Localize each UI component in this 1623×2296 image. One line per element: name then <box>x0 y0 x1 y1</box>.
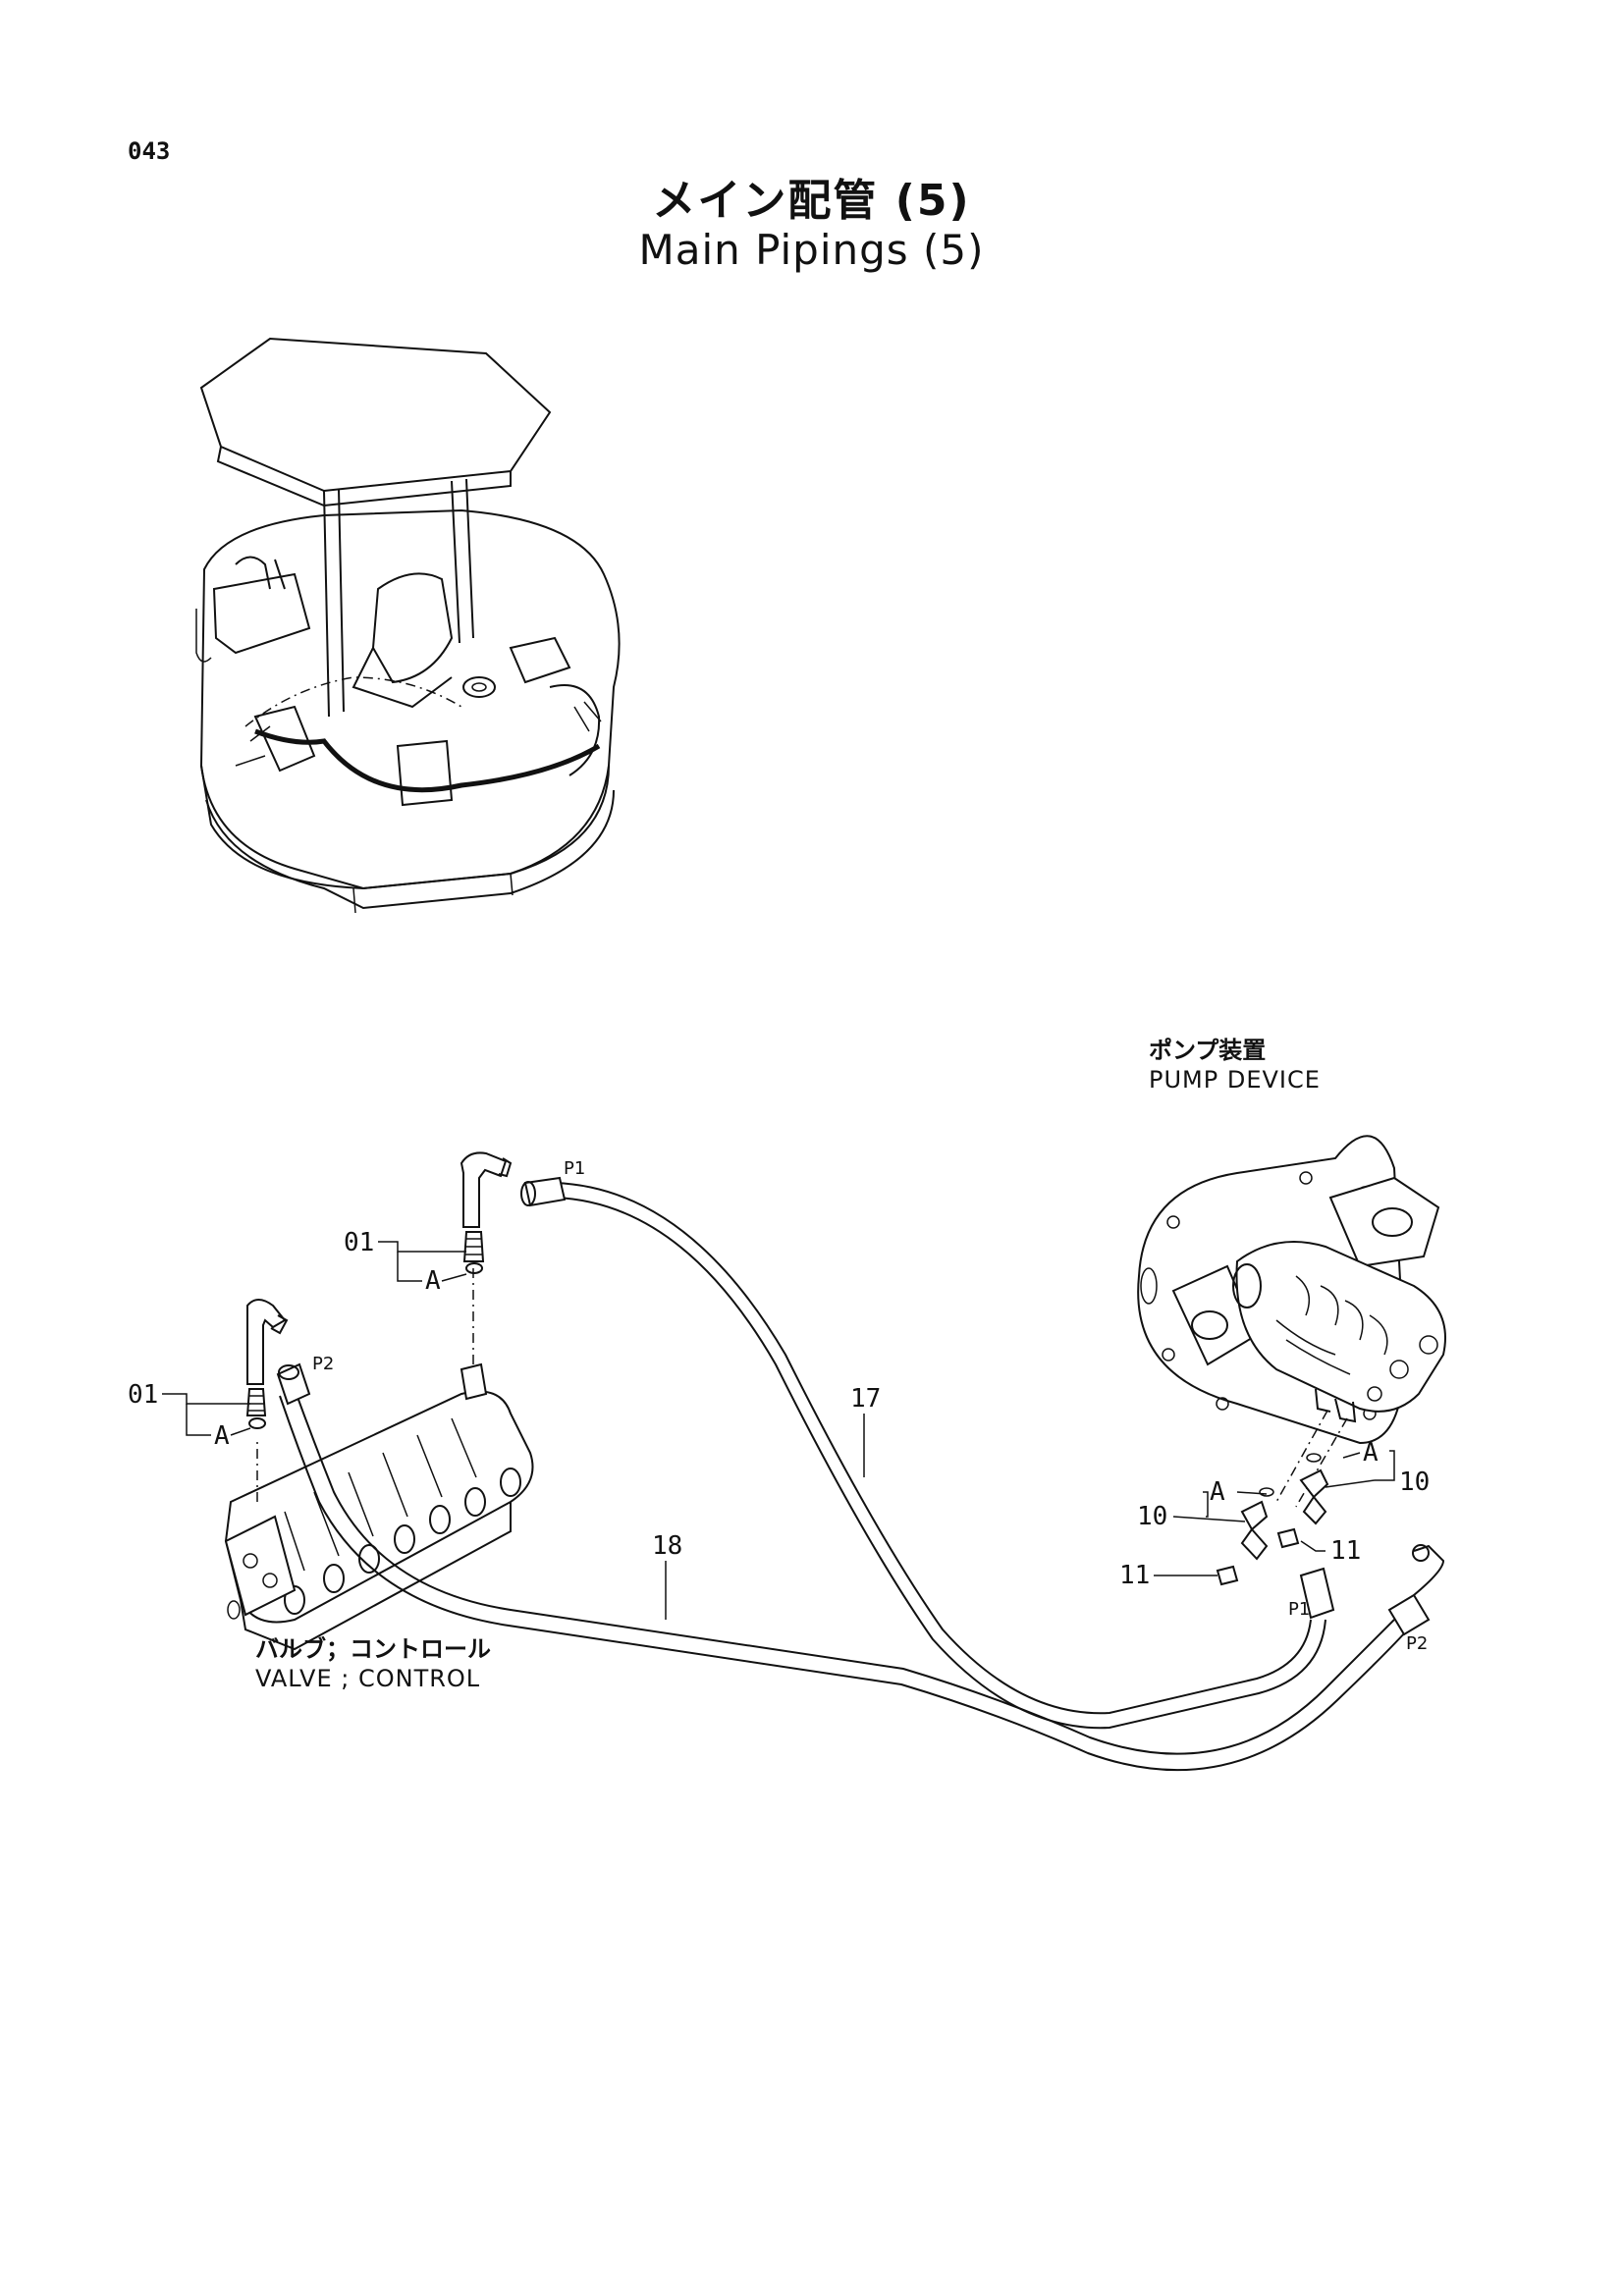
valve-fittings <box>245 1151 513 1429</box>
callout-pump-fitting-left: 10 <box>1137 1502 1167 1531</box>
control-valve-illustration <box>224 1266 534 1651</box>
page-number: 043 <box>128 137 171 165</box>
callout-pump-oring-left: A <box>1210 1477 1225 1507</box>
machine-overview-illustration <box>195 337 621 914</box>
page-title-en: Main Pipings (5) <box>638 226 985 274</box>
control-valve-label: バルブ；コントロール VALVE ; CONTROL <box>255 1634 491 1693</box>
callout-pump-oring-right: A <box>1363 1438 1379 1468</box>
pump-fittings <box>1216 1453 1329 1586</box>
callout-hose-18: 18 <box>652 1531 682 1561</box>
port-label-pump-p2: P2 <box>1406 1633 1428 1654</box>
port-label-valve-p2: P2 <box>312 1354 334 1374</box>
pump-device-illustration <box>1137 1135 1446 1508</box>
callout-hose-17: 17 <box>850 1384 881 1414</box>
callout-oring-upper: A <box>425 1266 441 1296</box>
hose-17 <box>520 1176 1335 1730</box>
callout-pump-fitting-right: 10 <box>1399 1468 1430 1497</box>
pump-device-label: ポンプ装置 PUMP DEVICE <box>1149 1036 1321 1095</box>
page-title-jp: メイン配管 (5) <box>652 176 971 226</box>
pump-device-label-jp: ポンプ装置 <box>1149 1037 1267 1064</box>
port-label-pump-p1: P1 <box>1288 1599 1310 1620</box>
port-label-valve-p1: P1 <box>564 1158 585 1179</box>
pump-device-label-en: PUMP DEVICE <box>1149 1066 1321 1094</box>
control-valve-label-jp: バルブ；コントロール <box>255 1635 491 1663</box>
callout-plug-left: 11 <box>1119 1561 1150 1590</box>
callout-leaders <box>162 1241 1395 1620</box>
hose-18 <box>276 1362 1445 1772</box>
callout-fitting-upper: 01 <box>344 1228 374 1257</box>
control-valve-label-en: VALVE ; CONTROL <box>255 1665 481 1692</box>
callout-fitting-lower: 01 <box>128 1380 158 1410</box>
callout-oring-lower: A <box>214 1421 230 1451</box>
callout-plug-right: 11 <box>1330 1536 1361 1566</box>
